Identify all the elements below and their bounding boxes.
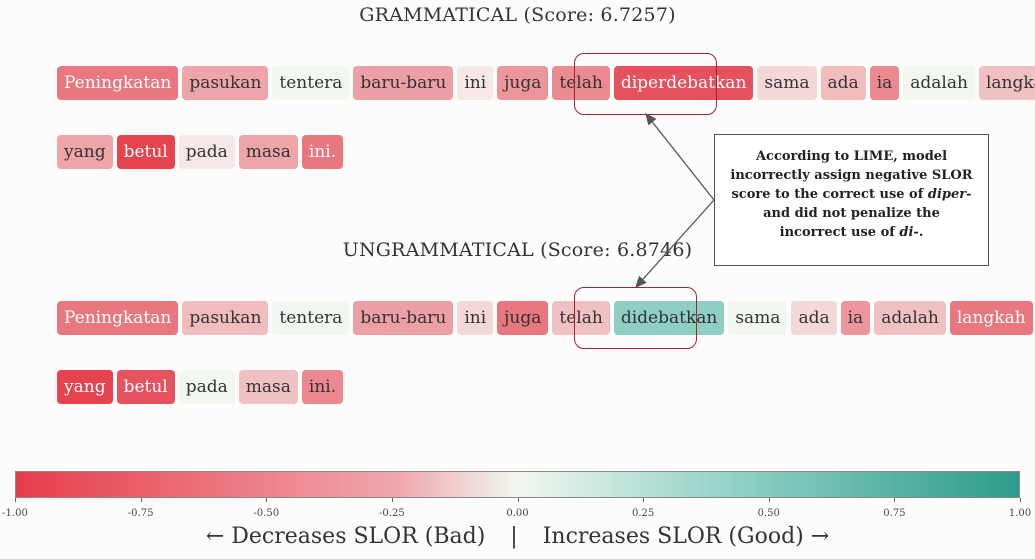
arrow-to-didebatkan bbox=[635, 199, 715, 288]
colorbar-tick-mark bbox=[894, 498, 896, 502]
token-ada: ada bbox=[820, 66, 866, 100]
token-peningkatan: Peningkatan bbox=[57, 66, 179, 100]
caption-separator: | bbox=[510, 524, 518, 549]
token-pasukan: pasukan bbox=[182, 66, 269, 100]
token-yang: yang bbox=[57, 135, 113, 169]
token-ini: ini. bbox=[301, 135, 344, 169]
token-yang: yang bbox=[57, 370, 113, 404]
colorbar-tick-label: -0.75 bbox=[127, 508, 154, 519]
token-juga: juga bbox=[497, 66, 549, 100]
ungrammatical-title: UNGRAMMATICAL (Score: 6.8746) bbox=[342, 239, 693, 261]
token-ini: ini bbox=[457, 301, 494, 335]
token-tentera: tentera bbox=[272, 66, 350, 100]
colorbar-tick-label: -0.50 bbox=[253, 508, 280, 519]
colorbar-tick-mark bbox=[140, 498, 142, 502]
token-ini: ini bbox=[457, 66, 494, 100]
token-betul: betul bbox=[116, 370, 175, 404]
token-pada: pada bbox=[178, 370, 235, 404]
colorbar-tick-mark bbox=[517, 498, 519, 502]
colorbar-tick-label: -1.00 bbox=[2, 508, 28, 519]
token-ia: ia bbox=[869, 66, 900, 100]
colorbar-caption: ← Decreases SLOR (Bad) | Increases SLOR … bbox=[0, 524, 1035, 549]
colorbar-tick-label: 0.50 bbox=[757, 508, 780, 519]
token-ada: ada bbox=[791, 301, 837, 335]
token-pada: pada bbox=[178, 135, 235, 169]
token-betul: betul bbox=[116, 135, 175, 169]
colorbar-tick-label: 0.00 bbox=[506, 508, 529, 519]
token-langkah: langkah bbox=[978, 66, 1035, 100]
token-pasukan: pasukan bbox=[182, 301, 269, 335]
token-langkah: langkah bbox=[949, 301, 1033, 335]
colorbar-tick-mark bbox=[768, 498, 770, 502]
arrow-to-diperdebatkan bbox=[645, 112, 715, 201]
token-baru-baru: baru-baru bbox=[353, 301, 454, 335]
colorbar-tick-mark bbox=[266, 498, 268, 502]
caption-left: ← Decreases SLOR (Bad) bbox=[205, 524, 486, 549]
token-sama: sama bbox=[728, 301, 788, 335]
colorbar-tick-label: 1.00 bbox=[1008, 508, 1032, 519]
token-masa: masa bbox=[238, 370, 298, 404]
token-tentera: tentera bbox=[272, 301, 350, 335]
token-peningkatan: Peningkatan bbox=[57, 301, 179, 335]
colorbar-tick-mark bbox=[391, 498, 393, 502]
colorbar-tick-mark bbox=[15, 498, 16, 502]
token-diperdebatkan: diperdebatkan bbox=[613, 66, 754, 100]
colorbar-tick-mark bbox=[1020, 498, 1021, 502]
colorbar-tick-mark bbox=[643, 498, 645, 502]
token-baru-baru: baru-baru bbox=[353, 66, 454, 100]
token-masa: masa bbox=[238, 135, 298, 169]
token-sama: sama bbox=[757, 66, 817, 100]
token-adalah: adalah bbox=[874, 301, 946, 335]
token-didebatkan: didebatkan bbox=[613, 301, 725, 335]
token-juga: juga bbox=[497, 301, 549, 335]
colorbar-tick-label: 0.75 bbox=[883, 508, 906, 519]
colorbar-tick-label: 0.25 bbox=[631, 508, 655, 519]
colorbar-tick-label: -0.25 bbox=[379, 508, 405, 519]
grammatical-title: GRAMMATICAL (Score: 6.7257) bbox=[359, 4, 676, 26]
caption-right: Increases SLOR (Good) → bbox=[542, 524, 830, 549]
token-ini: ini. bbox=[301, 370, 344, 404]
token-telah: telah bbox=[552, 301, 610, 335]
slor-colorbar bbox=[15, 471, 1020, 498]
token-adalah: adalah bbox=[903, 66, 975, 100]
token-telah: telah bbox=[552, 66, 610, 100]
token-ia: ia bbox=[840, 301, 871, 335]
lime-callout-box: According to LIME, model incorrectly ass… bbox=[714, 134, 989, 266]
